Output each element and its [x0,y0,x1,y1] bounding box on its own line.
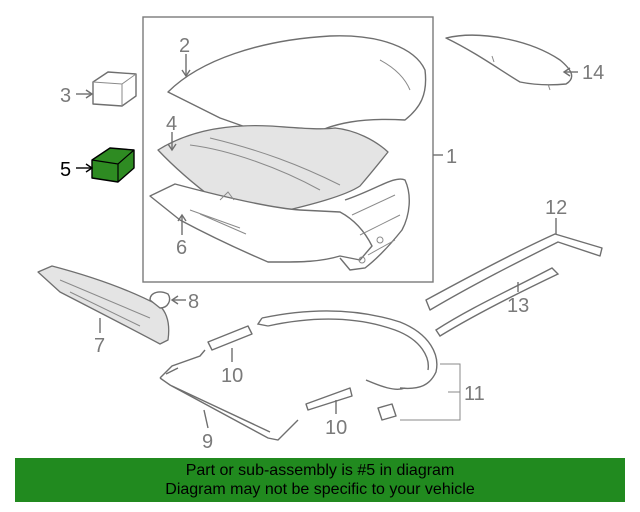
part-7-header-bow[interactable] [37,265,170,345]
callout-9: 9 [202,431,213,453]
part-8-clip[interactable] [149,291,171,309]
callout-12: 12 [545,197,567,219]
roof-outer-panel[interactable] [167,35,427,143]
part-5-highlighted[interactable] [91,147,135,183]
callout-10b: 10 [325,417,347,439]
diagram-notice-banner: Part or sub-assembly is #5 in diagram Di… [15,458,625,502]
callout-5: 5 [60,159,71,181]
callout-6: 6 [176,237,187,259]
callout-11: 11 [464,383,485,405]
part-14-trim[interactable] [445,34,573,86]
roof-liner[interactable] [157,125,389,216]
part-12-rail[interactable] [425,233,603,311]
callout-2: 2 [179,35,190,57]
part-3-pad[interactable] [92,71,137,107]
assembly-frame [142,16,434,283]
callout-1: 1 [446,146,457,168]
part-13-rail-seal[interactable] [435,267,560,337]
banner-line-2: Diagram may not be specific to your vehi… [165,481,475,498]
callout-7: 7 [94,335,105,357]
parts-diagram: 1 2 3 4 5 6 7 8 9 10 10 11 12 13 14 [37,16,604,453]
part-10-strip-b[interactable] [305,387,353,411]
callout-13: 13 [507,295,529,317]
callout-8: 8 [188,291,199,313]
part-11-seal-loop[interactable] [256,310,438,421]
banner-line-1: Part or sub-assembly is #5 in diagram [185,462,455,479]
callout-14: 14 [582,62,604,84]
leader-lines [76,54,578,429]
callout-3: 3 [60,85,71,107]
roof-frame[interactable] [149,178,410,271]
callout-4: 4 [166,113,177,135]
callout-10a: 10 [221,365,243,387]
part-10-strip-a[interactable] [207,325,253,351]
part-9-seal[interactable] [159,349,299,441]
